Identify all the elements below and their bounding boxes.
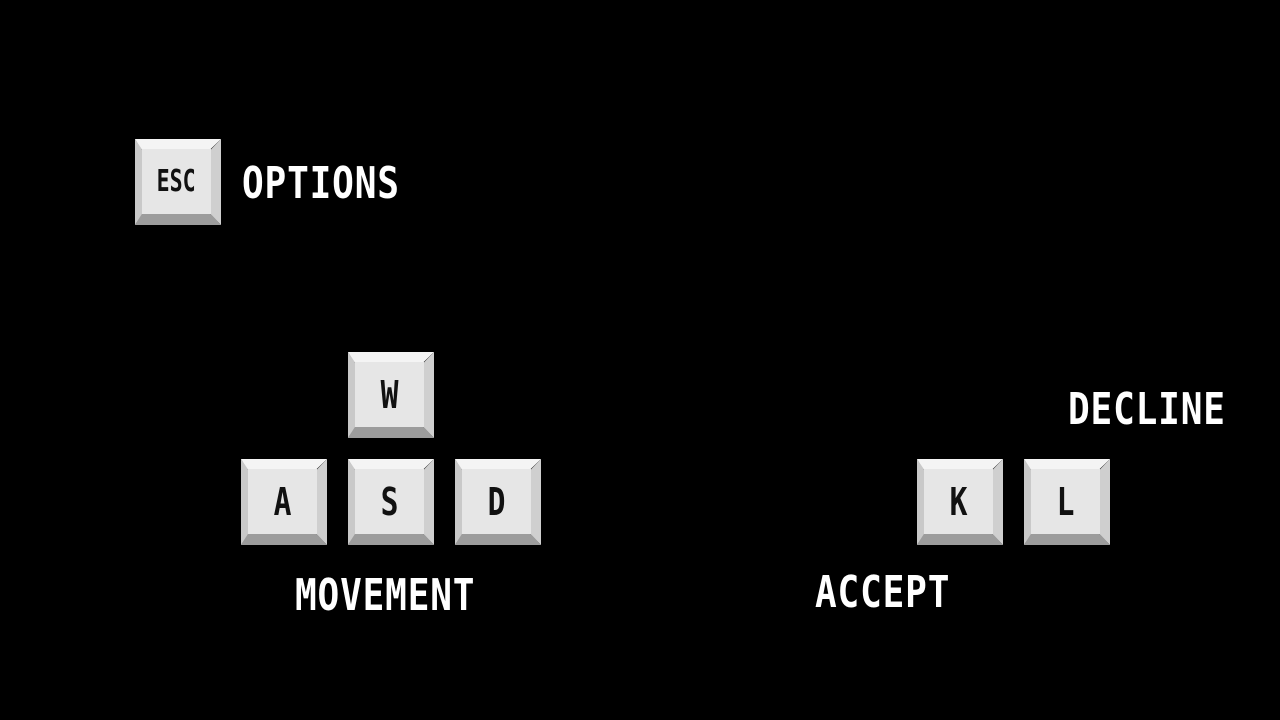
key-bevel — [348, 427, 434, 438]
key-bevel — [135, 214, 221, 225]
key-bevel — [211, 139, 221, 225]
key-bevel — [455, 534, 541, 545]
a-key: A — [241, 459, 327, 545]
key-bevel — [1024, 459, 1031, 545]
key-bevel — [241, 459, 327, 469]
w-key-label: W — [380, 372, 399, 417]
key-face: D — [462, 469, 531, 534]
w-key: W — [348, 352, 434, 438]
d-key-label: D — [487, 479, 506, 524]
key-bevel — [135, 139, 142, 225]
key-bevel — [348, 352, 434, 362]
l-key: L — [1024, 459, 1110, 545]
key-bevel — [531, 459, 541, 545]
key-bevel — [317, 459, 327, 545]
key-bevel — [455, 459, 462, 545]
key-face: S — [355, 469, 424, 534]
s-key-label: S — [380, 479, 399, 524]
key-bevel — [1100, 459, 1110, 545]
key-bevel — [241, 459, 248, 545]
key-face: W — [355, 362, 424, 427]
k-key: K — [917, 459, 1003, 545]
key-face: ESC — [142, 149, 211, 214]
key-bevel — [424, 352, 434, 438]
key-bevel — [424, 459, 434, 545]
esc-key: ESC — [135, 139, 221, 225]
key-face: K — [924, 469, 993, 534]
key-bevel — [348, 459, 355, 545]
key-bevel — [917, 459, 924, 545]
key-bevel — [348, 352, 355, 438]
a-key-label: A — [273, 479, 292, 524]
key-bevel — [917, 459, 1003, 469]
s-key: S — [348, 459, 434, 545]
k-key-label: K — [949, 479, 968, 524]
key-bevel — [917, 534, 1003, 545]
key-bevel — [1024, 534, 1110, 545]
key-face: L — [1031, 469, 1100, 534]
l-key-label: L — [1056, 479, 1075, 524]
decline-label: DECLINE — [1068, 384, 1226, 435]
key-bevel — [1024, 459, 1110, 469]
key-bevel — [348, 459, 434, 469]
key-bevel — [348, 534, 434, 545]
key-face: A — [248, 469, 317, 534]
movement-label: MOVEMENT — [295, 570, 476, 621]
esc-key-label: ESC — [156, 163, 197, 199]
key-bevel — [993, 459, 1003, 545]
key-bevel — [241, 534, 327, 545]
key-bevel — [455, 459, 541, 469]
key-bevel — [135, 139, 221, 149]
accept-label: ACCEPT — [815, 567, 951, 618]
options-label: OPTIONS — [242, 158, 400, 209]
d-key: D — [455, 459, 541, 545]
